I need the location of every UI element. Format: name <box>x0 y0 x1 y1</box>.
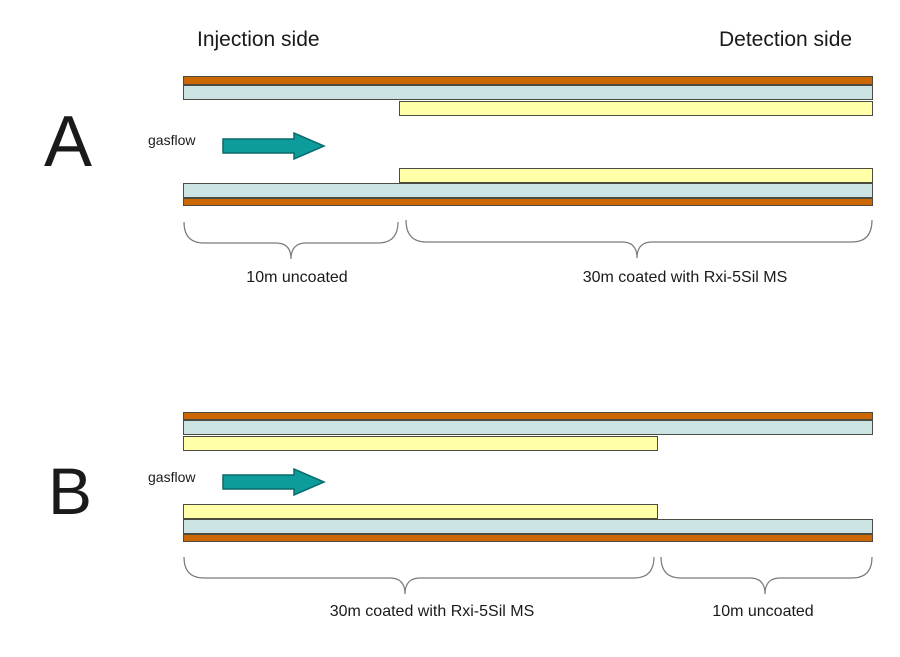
fused-silica-layer-b-bottom <box>183 519 873 534</box>
segment-label-a-coated: 30m coated with Rxi-5Sil MS <box>582 269 788 286</box>
polyimide-layer-b-top <box>183 412 873 420</box>
detection-side-label: Detection side <box>719 28 853 51</box>
brace-a-uncoated <box>183 221 399 260</box>
brace-b-coated <box>183 556 655 595</box>
fused-silica-layer-b-top <box>183 420 873 435</box>
injection-side-label: Injection side <box>197 28 320 51</box>
fused-silica-layer-a-top <box>183 85 873 100</box>
stationary-phase-layer-b-top <box>183 436 658 451</box>
segment-label-a-uncoated: 10m uncoated <box>246 269 348 286</box>
gasflow-label-b: gasflow <box>148 469 196 485</box>
stationary-phase-layer-a-top <box>399 101 873 116</box>
gasflow-arrow-icon <box>222 131 326 161</box>
polyimide-layer-b-bottom <box>183 534 873 542</box>
brace-a-coated <box>405 219 873 259</box>
gasflow-label-a: gasflow <box>148 132 196 148</box>
polyimide-layer-a-bottom <box>183 198 873 206</box>
stationary-phase-layer-a-bottom <box>399 168 873 183</box>
segment-label-b-coated: 30m coated with Rxi-5Sil MS <box>329 603 535 620</box>
diagram-b-letter: B <box>48 454 93 528</box>
segment-label-b-uncoated: 10m uncoated <box>712 603 814 620</box>
fused-silica-layer-a-bottom <box>183 183 873 198</box>
polyimide-layer-a-top <box>183 76 873 85</box>
diagram-a-letter: A <box>44 102 93 182</box>
brace-b-uncoated <box>660 556 873 595</box>
stationary-phase-layer-b-bottom <box>183 504 658 519</box>
gasflow-arrow-icon <box>222 467 326 497</box>
